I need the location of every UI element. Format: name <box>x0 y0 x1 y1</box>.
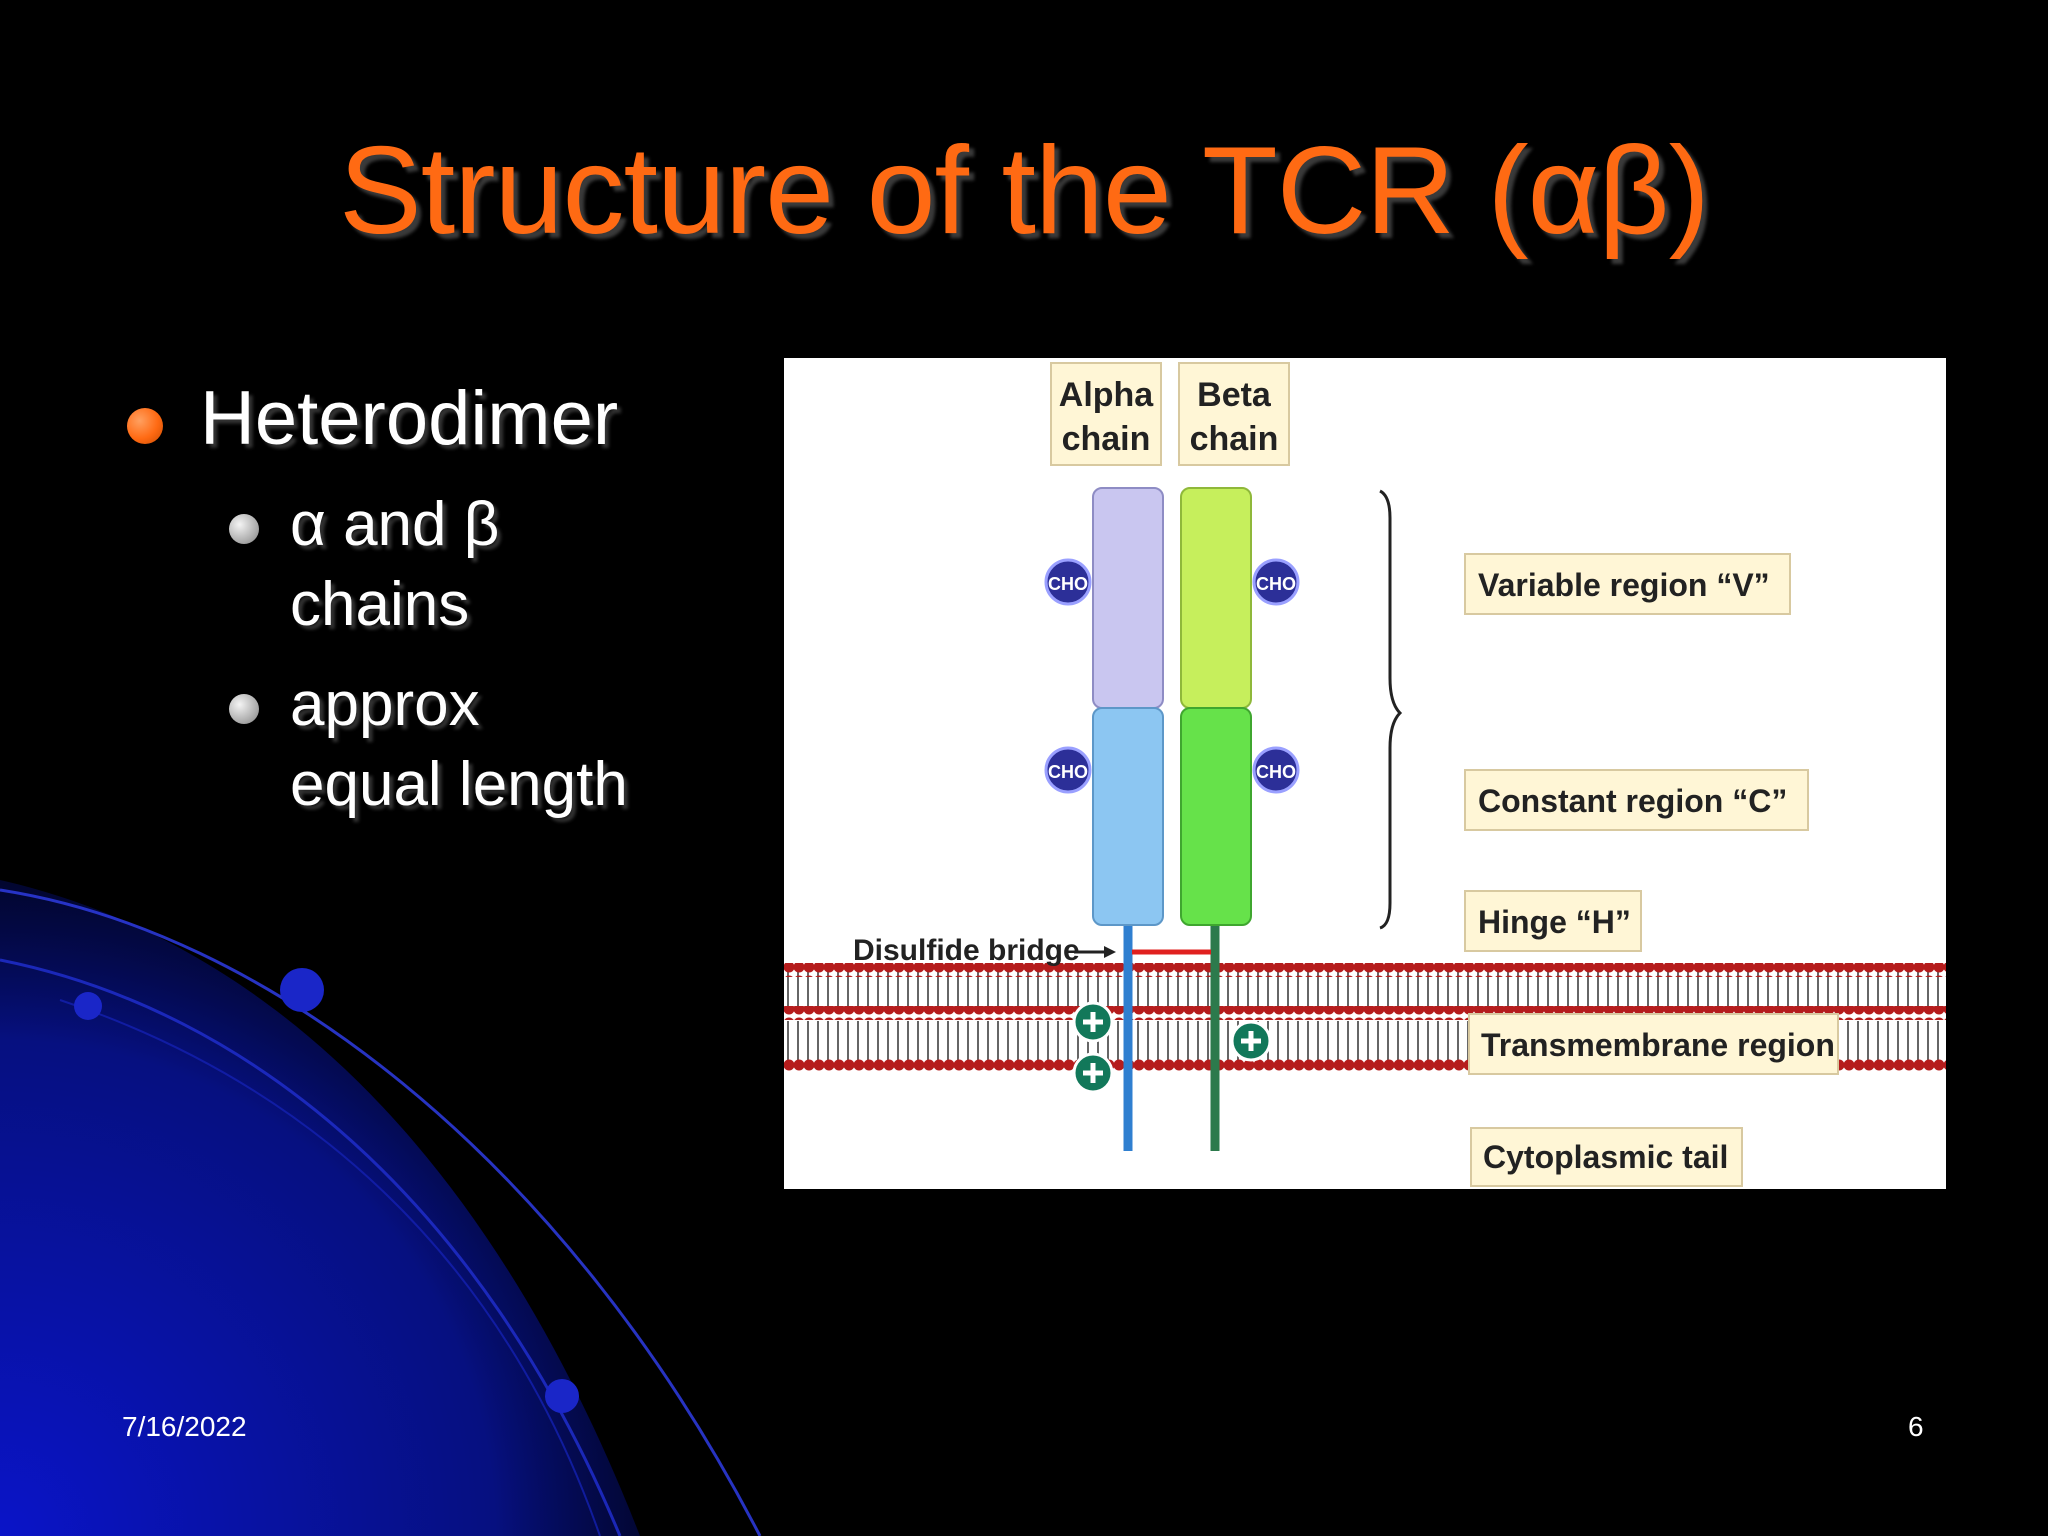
svg-text:Variable region “V”: Variable region “V” <box>1478 567 1770 603</box>
svg-text:Hinge “H”: Hinge “H” <box>1478 904 1631 940</box>
disulfide-bridge-label: Disulfide bridge <box>853 934 1080 967</box>
cho-badge-beta-v: CHO <box>1252 558 1300 606</box>
beta-constant-domain <box>1180 707 1252 926</box>
alpha-label-line1: Alpha <box>1059 376 1155 414</box>
hinge-region-label: Hinge “H” <box>1464 890 1642 952</box>
cho-badge-alpha-v: CHO <box>1044 558 1092 606</box>
slide-page-number: 6 <box>1908 1411 1924 1442</box>
bullet-dot-orange <box>127 408 163 444</box>
constant-region-label: Constant region “C” <box>1464 769 1809 831</box>
svg-text:CHO: CHO <box>1048 762 1088 782</box>
positive-charge-icon <box>1072 1052 1114 1094</box>
cho-badge-alpha-c: CHO <box>1044 746 1092 794</box>
svg-text:Constant region “C”: Constant region “C” <box>1478 783 1787 819</box>
svg-text:Transmembrane region: Transmembrane region <box>1481 1027 1835 1063</box>
alpha-label-line2: chain <box>1062 420 1151 458</box>
beta-variable-domain <box>1180 487 1252 709</box>
disulfide-arrow-icon <box>1074 946 1116 958</box>
alpha-variable-domain <box>1092 487 1164 709</box>
sub-bullet-line: α and β <box>290 490 500 559</box>
svg-text:Cytoplasmic tail: Cytoplasmic tail <box>1483 1139 1728 1175</box>
alpha-chain-label: Alpha chain <box>1050 362 1162 466</box>
slide-title: Structure of the TCR (αβ) <box>339 122 1710 260</box>
svg-text:CHO: CHO <box>1256 762 1296 782</box>
bullet-heterodimer: Heterodimer <box>200 376 619 461</box>
cho-badge-beta-c: CHO <box>1252 746 1300 794</box>
positive-charge-icon <box>1072 1001 1114 1043</box>
curly-brace <box>1379 489 1403 930</box>
cytoplasmic-tail-label: Cytoplasmic tail <box>1470 1127 1743 1187</box>
svg-text:CHO: CHO <box>1256 574 1296 594</box>
beta-chain-label: Beta chain <box>1178 362 1290 466</box>
sub-bullet-line: equal length <box>290 750 628 819</box>
transmembrane-region-label: Transmembrane region <box>1468 1013 1839 1075</box>
alpha-constant-domain <box>1092 707 1164 926</box>
svg-text:CHO: CHO <box>1048 574 1088 594</box>
beta-label-line1: Beta <box>1197 376 1272 414</box>
beta-label-line2: chain <box>1190 420 1279 458</box>
positive-charge-icon <box>1230 1020 1272 1062</box>
slide-date: 7/16/2022 <box>122 1411 247 1442</box>
sub-bullet-line: chains <box>290 570 470 639</box>
tcr-structure-diagram: Alpha chain Beta chain Disulfide bridge … <box>784 358 1946 1189</box>
sub-bullet-dot <box>229 694 259 724</box>
variable-region-label: Variable region “V” <box>1464 553 1791 615</box>
sub-bullet-line: approx <box>290 670 480 739</box>
sub-bullet-dot <box>229 514 259 544</box>
